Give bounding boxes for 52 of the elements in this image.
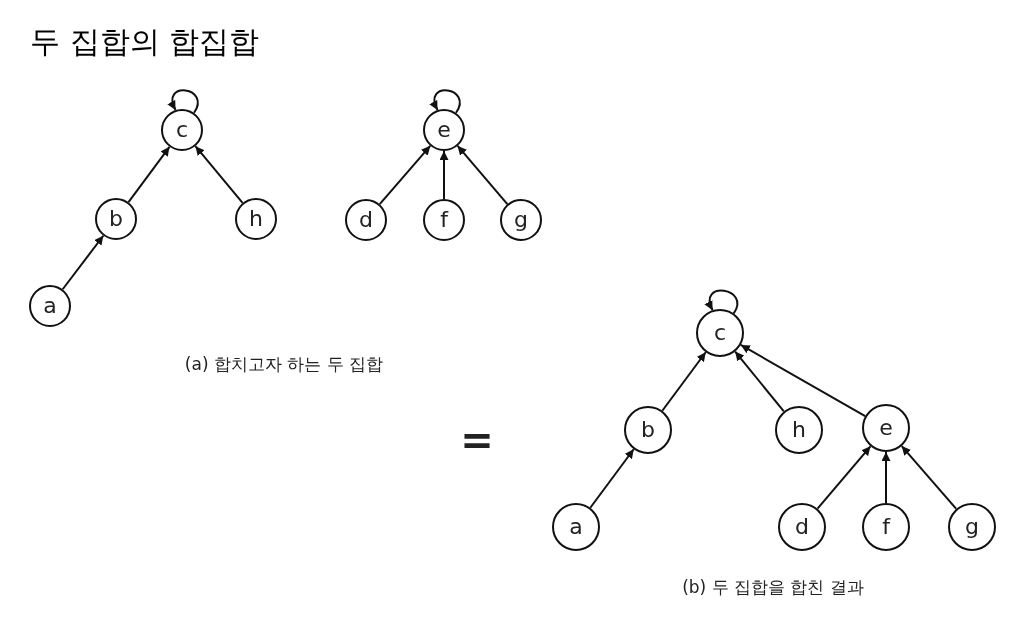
node-label: d: [795, 516, 809, 538]
arrow: [881, 451, 891, 504]
node-label: e: [437, 119, 451, 141]
node-circle: [161, 109, 203, 151]
node-label: g: [965, 516, 979, 538]
node-circle: [235, 198, 277, 240]
node-label: g: [514, 209, 528, 231]
node-circle: [696, 309, 744, 357]
arrow: [439, 150, 449, 200]
arrow: [816, 445, 872, 510]
title: 두 집합의 합집합: [30, 23, 260, 61]
equals-sign: =: [460, 417, 494, 463]
node-circle: [345, 199, 387, 241]
arrow: [589, 448, 635, 509]
node-label: d: [359, 209, 373, 231]
arrow: [127, 145, 171, 204]
arrow: [194, 145, 244, 204]
node-circle: [423, 109, 465, 151]
node-circle: [778, 503, 826, 551]
node-label: c: [175, 119, 189, 141]
node-label: f: [440, 209, 448, 231]
node-circle: [775, 406, 823, 454]
self-loop-arrow: [168, 89, 199, 114]
node-label: a: [569, 516, 583, 538]
node-circle: [95, 198, 137, 240]
self-loop-arrow: [705, 289, 739, 315]
self-loop-arrow: [430, 89, 461, 114]
arrow: [378, 144, 432, 206]
arrow: [900, 445, 958, 510]
node-label: e: [879, 417, 893, 439]
node-label: h: [249, 208, 263, 230]
node-circle: [500, 199, 542, 241]
node-label: b: [641, 419, 655, 441]
caption: (b) 두 집합을 합친 결과: [682, 575, 864, 599]
node-circle: [624, 406, 672, 454]
node-label: a: [43, 295, 57, 317]
node-label: c: [713, 322, 727, 344]
node-circle: [862, 503, 910, 551]
node-circle: [552, 503, 600, 551]
arrow: [456, 144, 509, 206]
arrow: [61, 234, 105, 291]
arrow: [661, 351, 707, 412]
arrow: [734, 350, 785, 413]
node-label: h: [792, 419, 806, 441]
node-circle: [29, 285, 71, 327]
node-label: f: [882, 516, 890, 538]
caption: (a) 합치고자 하는 두 집합: [184, 352, 384, 376]
node-circle: [423, 199, 465, 241]
node-circle: [948, 503, 996, 551]
node-label: b: [109, 208, 123, 230]
arrow: [739, 343, 867, 418]
node-circle: [862, 404, 910, 452]
